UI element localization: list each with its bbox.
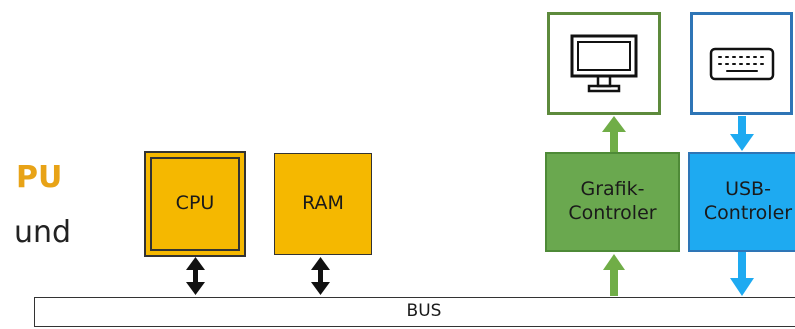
graphics-controller: Grafik- Controler: [545, 152, 680, 252]
usb-controller: USB- Controler: [688, 152, 795, 252]
cpu-label: CPU: [175, 192, 215, 215]
monitor-box: [547, 12, 661, 115]
body-text-fragment: und: [14, 215, 72, 250]
bus-label: BUS: [406, 301, 442, 322]
cpu-chip: CPU: [144, 151, 246, 257]
graphics-controller-label: Grafik- Controler: [568, 178, 657, 224]
heading-fragment: PU: [16, 160, 63, 195]
ram-chip: RAM: [274, 153, 372, 255]
cpu-bus-arrow: [186, 257, 205, 295]
graphics-to-monitor-arrow: [602, 116, 626, 152]
ram-bus-arrow: [311, 257, 330, 295]
usb-to-bus-arrow: [730, 252, 754, 296]
bus-to-graphics-arrow: [603, 254, 625, 296]
keyboard-icon: [709, 47, 774, 80]
ram-label: RAM: [302, 192, 344, 215]
bus-bar: BUS: [34, 297, 795, 327]
usb-controller-label: USB- Controler: [703, 178, 793, 224]
keyboard-to-usb-arrow: [730, 116, 754, 151]
keyboard-box: [690, 12, 793, 115]
monitor-icon: [570, 34, 638, 92]
